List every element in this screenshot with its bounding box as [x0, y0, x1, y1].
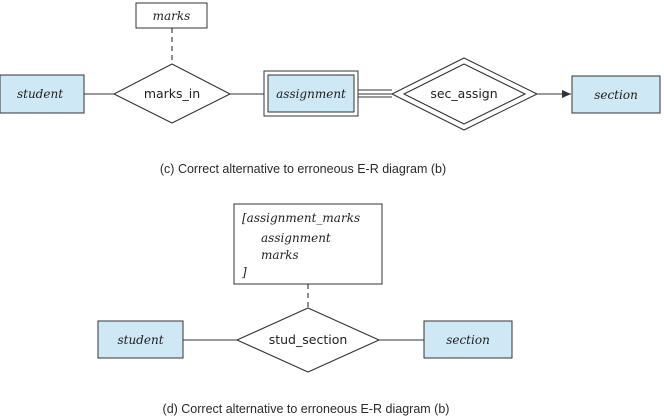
section-entity-d-label: section [446, 333, 490, 347]
student-entity-c-label: student [17, 87, 63, 101]
student-entity-d [97, 320, 184, 359]
student-entity-d-label: student [117, 333, 163, 347]
diagram-c-caption: (c) Correct alternative to erroneous E-R… [160, 162, 446, 176]
assignment_marks-attribute-box [233, 203, 383, 285]
marks-attribute-label: marks [153, 9, 191, 23]
diagram-d: [assignment_marks assignment marks ] stu… [97, 203, 513, 416]
student-entity-c [0, 74, 85, 114]
section-entity-c [571, 75, 661, 114]
marks_in-relationship-label: marks_in [144, 86, 200, 101]
attribute-box-line-2: assignment [261, 231, 331, 245]
diagram-d-caption: (d) Correct alternative to erroneous E-R… [163, 402, 450, 416]
assignment-weak-entity-label: assignment [276, 87, 346, 101]
stud_section-relationship [235, 307, 381, 373]
sec_assign-identifying-relationship [402, 63, 527, 125]
sec_assign-relationship-label: sec_assign [430, 86, 497, 101]
marks_in-relationship [112, 63, 232, 124]
section-entity-d [423, 320, 513, 359]
attribute-box-line-4: ] [241, 265, 247, 279]
section-entity-c-label: section [594, 88, 638, 102]
marks-attribute-box [135, 2, 208, 29]
attribute-box-line-1: [assignment_marks [242, 211, 360, 225]
assignment-weak-entity [267, 74, 355, 113]
attribute-box-line-3: marks [261, 248, 299, 262]
diagram-c: marks student marks_in assignment sec_as… [0, 2, 661, 176]
stud_section-relationship-label: stud_section [269, 332, 348, 347]
